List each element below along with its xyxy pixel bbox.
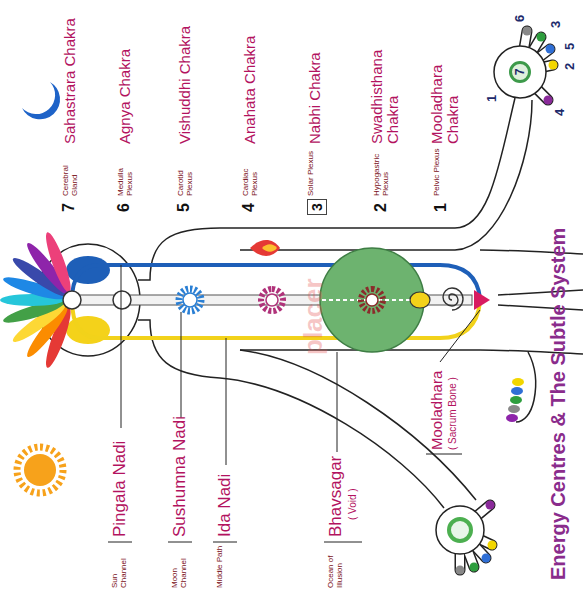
finger-number: 3 bbox=[548, 21, 563, 28]
channel-note: Ocean of Illusion bbox=[326, 544, 344, 588]
plexus-label: Cerebral Gland bbox=[61, 146, 79, 196]
moon-symbol bbox=[22, 82, 60, 119]
fingertip bbox=[470, 563, 479, 572]
chakra-name: Anahata Chakra bbox=[241, 36, 258, 144]
sun-rays bbox=[17, 447, 63, 493]
plexus-label: Pelvic Plexus bbox=[432, 146, 441, 196]
leg-outline bbox=[498, 290, 583, 310]
chakra-symbol bbox=[474, 290, 490, 310]
finger-number: 2 bbox=[562, 63, 577, 70]
finger-number: 4 bbox=[552, 109, 567, 116]
chakra-name: Mooladhara Chakra bbox=[429, 34, 461, 144]
palm bbox=[436, 506, 484, 554]
nadi-name: Ida Nadi bbox=[215, 474, 235, 537]
callout-number: 6 bbox=[115, 203, 133, 212]
node-text: 7 bbox=[513, 69, 527, 76]
finger-number: 1 bbox=[484, 95, 499, 102]
finger-number: 6 bbox=[512, 15, 527, 22]
label-bracket bbox=[213, 542, 237, 543]
leader-line bbox=[121, 265, 122, 428]
hand-chakra-circle: 7 bbox=[509, 61, 531, 83]
chakra-symbol bbox=[179, 289, 201, 311]
leader-line bbox=[337, 352, 338, 452]
palm bbox=[494, 46, 546, 98]
leg-outline bbox=[240, 350, 583, 354]
chakra-symbol bbox=[266, 294, 278, 306]
toe-mark bbox=[512, 378, 524, 386]
chakra-symbol bbox=[361, 289, 383, 311]
nadi-name: Sushumna Nadi bbox=[170, 416, 190, 537]
channel-note: Sun Channel bbox=[110, 544, 128, 588]
crown-petal bbox=[42, 230, 75, 294]
chakra-symbol bbox=[183, 293, 197, 307]
callout-number: 7 bbox=[60, 203, 78, 212]
fingertip bbox=[456, 566, 465, 575]
bone-note: ( Sacrum Bone ) bbox=[447, 377, 458, 450]
plexus-label: Solar Plexus bbox=[306, 146, 315, 196]
label-bracket bbox=[168, 542, 192, 543]
flame-symbol bbox=[250, 240, 280, 256]
sun-half bbox=[66, 256, 110, 284]
plexus-label: Cardiac Plexus bbox=[241, 146, 259, 196]
flame-symbol bbox=[262, 244, 277, 252]
finger-number: 5 bbox=[562, 43, 577, 50]
leader-line bbox=[226, 338, 227, 465]
sun-symbol bbox=[24, 454, 56, 486]
watermark: placer bbox=[298, 278, 329, 355]
nadi-name: Pingala Nadi bbox=[110, 441, 130, 537]
bone-name: Mooladhara bbox=[428, 371, 445, 450]
callout-number: 1 bbox=[432, 203, 450, 212]
chakra-symbol bbox=[63, 291, 81, 309]
toe-mark bbox=[511, 387, 523, 395]
fingertip bbox=[488, 541, 497, 550]
kundalini-spiral bbox=[443, 288, 463, 310]
label-bracket bbox=[426, 454, 462, 455]
fingertip bbox=[544, 96, 553, 105]
chakra-symbol bbox=[366, 294, 378, 306]
plexus-label: Hypogastric Plexus bbox=[372, 146, 390, 196]
chakra-name: Swadhisthana Chakra bbox=[369, 34, 401, 144]
foot-outline bbox=[516, 352, 536, 422]
plexus-label: Medulla Plexus bbox=[116, 146, 134, 196]
fingertip bbox=[537, 33, 546, 42]
toe-mark bbox=[506, 414, 518, 422]
node-text: 3 bbox=[309, 203, 325, 211]
toe-mark bbox=[508, 405, 520, 413]
plexus-label: Carotid Plexus bbox=[176, 146, 194, 196]
toe-mark bbox=[510, 396, 522, 404]
fingertip bbox=[546, 45, 555, 54]
label-bracket bbox=[324, 542, 362, 543]
palm-chakra bbox=[449, 519, 471, 541]
chakra-symbol bbox=[410, 292, 430, 308]
callout-number: 5 bbox=[175, 203, 193, 212]
void-circle bbox=[320, 248, 424, 352]
callout-number: 4 bbox=[240, 203, 258, 212]
channel-note: Moon Channel bbox=[170, 544, 188, 588]
chakra-symbol bbox=[113, 291, 131, 309]
chakra-symbol bbox=[261, 289, 283, 311]
leader-line bbox=[440, 310, 480, 362]
chakra-name: Vishuddhi Chakra bbox=[176, 26, 193, 144]
body-outline bbox=[240, 350, 476, 500]
leader-line bbox=[181, 312, 182, 418]
channel-note: Middle Path bbox=[215, 544, 224, 588]
void-name: Bhavsagar bbox=[326, 456, 346, 537]
diagram-title: Energy Centres & The Subtle System bbox=[547, 228, 570, 580]
fingertip bbox=[482, 554, 491, 563]
chakra-name: Agnya Chakra bbox=[116, 49, 133, 144]
fingertip bbox=[549, 61, 558, 70]
fingertip bbox=[523, 27, 532, 36]
void-note: ( Void ) bbox=[347, 488, 358, 520]
fingertip bbox=[486, 501, 495, 510]
chakra-name: Sahastrara Chakra bbox=[61, 18, 78, 144]
callout-number: 2 bbox=[372, 203, 390, 212]
chakra-name: Nabhi Chakra bbox=[306, 52, 323, 144]
label-bracket bbox=[108, 542, 132, 543]
number-box: 3 bbox=[307, 199, 327, 215]
